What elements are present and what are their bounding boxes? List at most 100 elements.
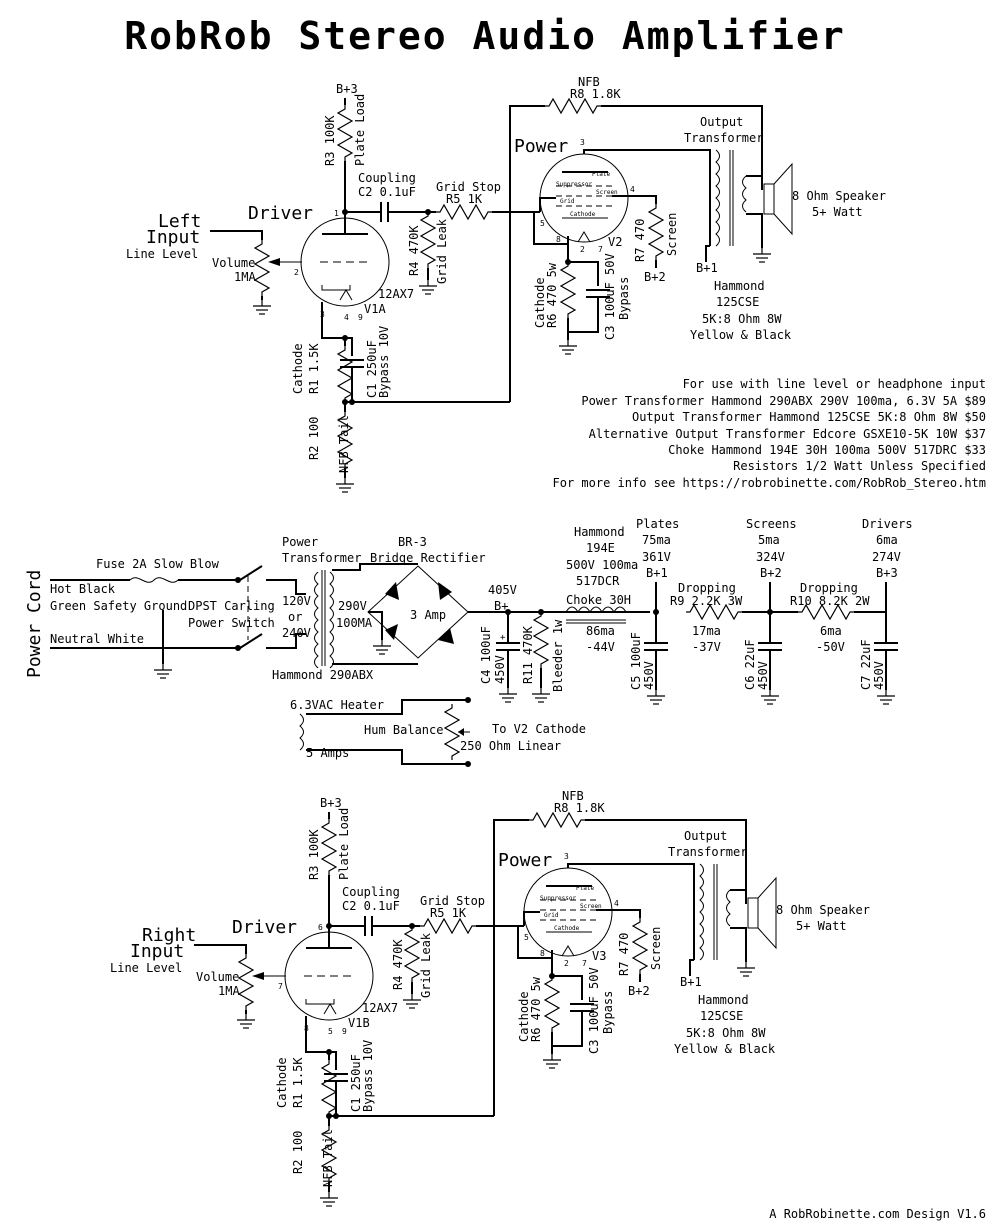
screens-node: B+2 bbox=[760, 566, 782, 580]
hot-wire-label: Hot Black bbox=[50, 582, 116, 596]
heater-current: 5 Amps bbox=[306, 746, 349, 760]
nfb-label: NFB bbox=[578, 75, 600, 89]
choke-current: 86ma bbox=[586, 624, 615, 638]
volume-label-1: Volume bbox=[196, 970, 239, 984]
pin-5: 5 bbox=[540, 219, 545, 228]
pin-2: 2 bbox=[580, 245, 585, 254]
bridge-label-2: Bridge Rectifier bbox=[370, 551, 486, 565]
pin-9: 9 bbox=[358, 313, 363, 322]
b2-label: B+2 bbox=[644, 270, 666, 284]
speaker-icon bbox=[747, 897, 759, 929]
fuse-symbol bbox=[129, 577, 179, 583]
pt-secondary-1: 290V bbox=[338, 599, 367, 613]
r7-label-2: Screen bbox=[665, 213, 679, 256]
r11-bleeder bbox=[531, 611, 551, 703]
grid-stop-value: R5 1K bbox=[430, 906, 467, 920]
c5-label-1: C5 100uF bbox=[629, 632, 643, 690]
pin-4: 4 bbox=[614, 899, 619, 908]
heater-label: 6.3VAC Heater bbox=[290, 698, 384, 712]
volume-label-2: 1MA bbox=[218, 984, 240, 998]
grid-stop-value: R5 1K bbox=[446, 192, 483, 206]
r1-label-1: Cathode bbox=[275, 1057, 289, 1108]
pin-8: 8 bbox=[540, 949, 545, 958]
tube1-id: V1A bbox=[364, 302, 386, 316]
b1-label: B+1 bbox=[696, 261, 718, 275]
r4-label-2: Grid Leak bbox=[419, 932, 433, 998]
tube2-id: V2 bbox=[608, 235, 622, 249]
drivers-voltage: 274V bbox=[872, 550, 901, 564]
note-3: Output Transformer Hammond 125CSE 5K:8 O… bbox=[632, 410, 986, 424]
c1-label-1: C1 250uF bbox=[365, 340, 379, 398]
b1-label: B+1 bbox=[680, 975, 702, 989]
pin-9: 9 bbox=[342, 1027, 347, 1036]
c4-label-1: C4 100uF bbox=[479, 626, 493, 684]
r7-label-2: Screen bbox=[649, 927, 663, 970]
ot-label-2: Transformer bbox=[684, 131, 763, 145]
input-label-1: Right bbox=[142, 925, 196, 946]
volume-pot bbox=[254, 239, 270, 297]
ot-label-1: Output bbox=[684, 829, 727, 843]
r9-current: 17ma bbox=[692, 624, 721, 638]
hammond-label-3: 5K:8 Ohm 8W bbox=[702, 312, 782, 326]
r1-label-2: R1 1.5K bbox=[291, 1057, 305, 1108]
speaker-label-2: 5+ Watt bbox=[812, 205, 863, 219]
pin-2: 2 bbox=[564, 959, 569, 968]
pt-primary-3: 240V bbox=[282, 626, 311, 640]
hammond-label-2: 125CSE bbox=[716, 295, 759, 309]
pin-4: 4 bbox=[344, 313, 349, 322]
volume-label-1: Volume bbox=[212, 256, 255, 270]
pin-6: 6 bbox=[318, 923, 323, 932]
hum-note: To V2 Cathode bbox=[492, 722, 586, 736]
b2-label: B+2 bbox=[628, 984, 650, 998]
hum-pot-label: 250 Ohm Linear bbox=[460, 739, 561, 753]
c3-label-1: C3 100uF 50V bbox=[603, 253, 617, 340]
input-label-2: Input bbox=[146, 227, 200, 248]
r8-label: R8 1.8K bbox=[554, 801, 605, 815]
r9-label-1: Dropping bbox=[678, 581, 736, 595]
power-transformer-symbol bbox=[314, 563, 418, 669]
tube2-grid-label: Grid bbox=[544, 912, 559, 919]
r5-resistor bbox=[435, 204, 493, 220]
pt-label-2: Transformer bbox=[282, 551, 361, 565]
r7-label: R7 470 bbox=[633, 219, 647, 262]
r10-current: 6ma bbox=[820, 624, 842, 638]
r8-label: R8 1.8K bbox=[570, 87, 621, 101]
c1-label-2: Bypass 10V bbox=[361, 1040, 375, 1112]
r6-label-2: R6 470 5w bbox=[529, 976, 543, 1042]
r4-resistor bbox=[420, 211, 436, 269]
plates-label: Plates bbox=[636, 517, 679, 531]
pin-4: 4 bbox=[630, 185, 635, 194]
hum-balance-label: Hum Balance bbox=[364, 723, 443, 737]
speaker-label-1: 8 Ohm Speaker bbox=[776, 903, 870, 917]
c3-label-2: Bypass bbox=[601, 991, 615, 1034]
coupling-value: C2 0.1uF bbox=[342, 899, 400, 913]
screens-current: 5ma bbox=[758, 533, 780, 547]
r10-label-1: Dropping bbox=[800, 581, 858, 595]
drivers-current: 6ma bbox=[876, 533, 898, 547]
c7-label-1: C7 22uF bbox=[859, 639, 873, 690]
pin-1: 1 bbox=[334, 209, 339, 218]
hammond-label-4: Yellow & Black bbox=[690, 328, 792, 342]
power-supply-section: Power Cord Fuse 2A Slow Blow Hot Black G… bbox=[24, 517, 913, 767]
speaker-icon bbox=[763, 183, 775, 215]
tube2-id: V3 bbox=[592, 949, 606, 963]
tube2-plate-label: Plate bbox=[576, 885, 594, 892]
hammond-label-1: Hammond bbox=[698, 993, 749, 1007]
driver-label: Driver bbox=[232, 917, 297, 938]
r3-label: R3 100K bbox=[323, 115, 337, 166]
tube1-type: 12AX7 bbox=[362, 1001, 398, 1015]
drivers-node: B+3 bbox=[876, 566, 898, 580]
pin-2: 2 bbox=[294, 268, 299, 277]
r11-label-2: Bleeder 1w bbox=[551, 619, 565, 692]
r2-label-2: NFB Tail bbox=[337, 415, 351, 473]
r10-drop: -50V bbox=[816, 640, 845, 654]
tube2-screen-label: Screen bbox=[596, 189, 618, 196]
pin-7: 7 bbox=[598, 245, 603, 254]
r2-label: R2 100 bbox=[307, 417, 321, 460]
plates-current: 75ma bbox=[642, 533, 671, 547]
chassis-ground-icon bbox=[153, 663, 173, 679]
neutral-wire-label: Neutral White bbox=[50, 632, 144, 646]
line-level-label: Line Level bbox=[126, 247, 198, 261]
pt-model: Hammond 290ABX bbox=[272, 668, 374, 682]
pin-8: 8 bbox=[556, 235, 561, 244]
